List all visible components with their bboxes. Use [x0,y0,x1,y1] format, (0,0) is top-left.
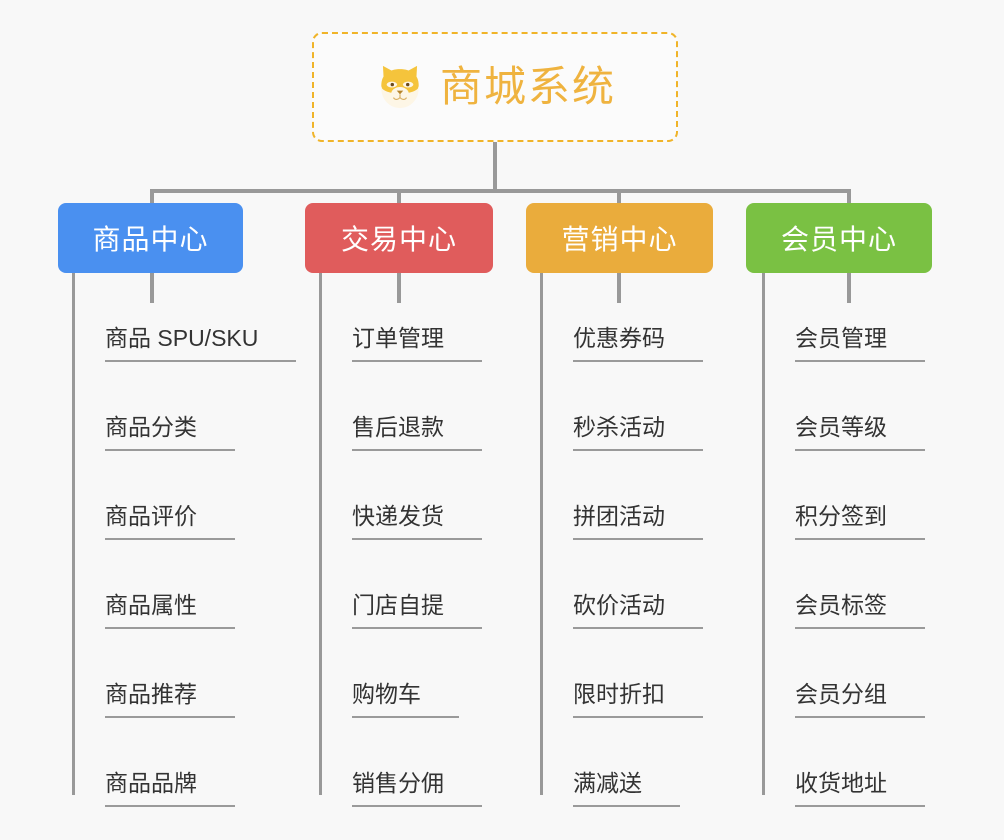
list-item[interactable]: 会员管理 [762,273,925,362]
item-label: 满减送 [573,770,680,807]
item-column-marketing: 优惠券码 秒杀活动 拼团活动 砍价活动 限时折扣 满减送 [540,273,703,807]
item-label: 商品分类 [105,414,235,451]
root-title: 商城系统 [439,63,616,110]
list-item[interactable]: 商品推荐 [72,629,296,718]
root-node-card[interactable]: 商城系统 [312,32,678,142]
connector-horizontal-bus [150,189,851,193]
item-label: 优惠券码 [573,325,703,362]
column-trunk-line [72,273,75,795]
column-trunk-line [319,273,322,795]
item-label: 商品属性 [105,592,235,629]
category-label-member: 会员中心 [780,224,897,255]
list-item[interactable]: 砍价活动 [540,540,703,629]
item-label: 门店自提 [352,592,482,629]
list-item[interactable]: 商品属性 [72,540,296,629]
list-item[interactable]: 收货地址 [762,718,925,807]
item-label: 积分签到 [795,503,925,540]
list-item[interactable]: 满减送 [540,718,703,807]
item-label: 售后退款 [352,414,482,451]
list-item[interactable]: 商品分类 [72,362,296,451]
category-box-marketing[interactable]: 营销中心 [526,203,713,273]
list-item[interactable]: 购物车 [319,629,482,718]
list-item[interactable]: 会员等级 [762,362,925,451]
item-column-product: 商品 SPU/SKU 商品分类 商品评价 商品属性 商品推荐 商品品牌 [72,273,297,807]
item-label: 快递发货 [352,503,482,540]
item-column-trade: 订单管理 售后退款 快递发货 门店自提 购物车 销售分佣 [319,273,482,807]
list-item[interactable]: 秒杀活动 [540,362,703,451]
list-item[interactable]: 订单管理 [319,273,482,362]
category-label-trade: 交易中心 [340,224,457,255]
list-item[interactable]: 积分签到 [762,451,925,540]
item-label: 会员管理 [795,325,925,362]
category-box-product[interactable]: 商品中心 [58,203,243,273]
item-label: 会员标签 [795,592,925,629]
item-column-member: 会员管理 会员等级 积分签到 会员标签 会员分组 收货地址 [762,273,925,807]
list-item[interactable]: 商品品牌 [72,718,296,807]
item-label: 会员分组 [795,681,925,718]
column-trunk-line [540,273,543,795]
category-box-trade[interactable]: 交易中心 [305,203,493,273]
list-item[interactable]: 会员标签 [762,540,925,629]
item-label: 订单管理 [352,325,482,362]
item-label: 会员等级 [795,414,925,451]
item-label: 购物车 [352,681,459,718]
category-label-product: 商品中心 [92,224,209,255]
item-label: 商品推荐 [105,681,235,718]
item-label: 收货地址 [795,770,925,807]
item-label: 商品 SPU/SKU [105,325,297,362]
column-trunk-line [762,273,765,795]
item-label: 销售分佣 [352,770,482,807]
shiba-dog-face-icon [381,65,419,109]
category-box-member[interactable]: 会员中心 [746,203,932,273]
item-label: 限时折扣 [573,681,703,718]
list-item[interactable]: 优惠券码 [540,273,703,362]
list-item[interactable]: 会员分组 [762,629,925,718]
item-label: 秒杀活动 [573,414,703,451]
list-item[interactable]: 拼团活动 [540,451,703,540]
list-item[interactable]: 售后退款 [319,362,482,451]
list-item[interactable]: 限时折扣 [540,629,703,718]
item-label: 拼团活动 [573,503,703,540]
item-label: 商品评价 [105,503,235,540]
list-item[interactable]: 销售分佣 [319,718,482,807]
list-item[interactable]: 商品 SPU/SKU [72,273,297,362]
connector-root-stem [493,142,497,191]
item-label: 砍价活动 [573,592,703,629]
list-item[interactable]: 商品评价 [72,451,296,540]
item-label: 商品品牌 [105,770,235,807]
list-item[interactable]: 快递发货 [319,451,482,540]
category-label-marketing: 营销中心 [561,224,678,255]
list-item[interactable]: 门店自提 [319,540,482,629]
